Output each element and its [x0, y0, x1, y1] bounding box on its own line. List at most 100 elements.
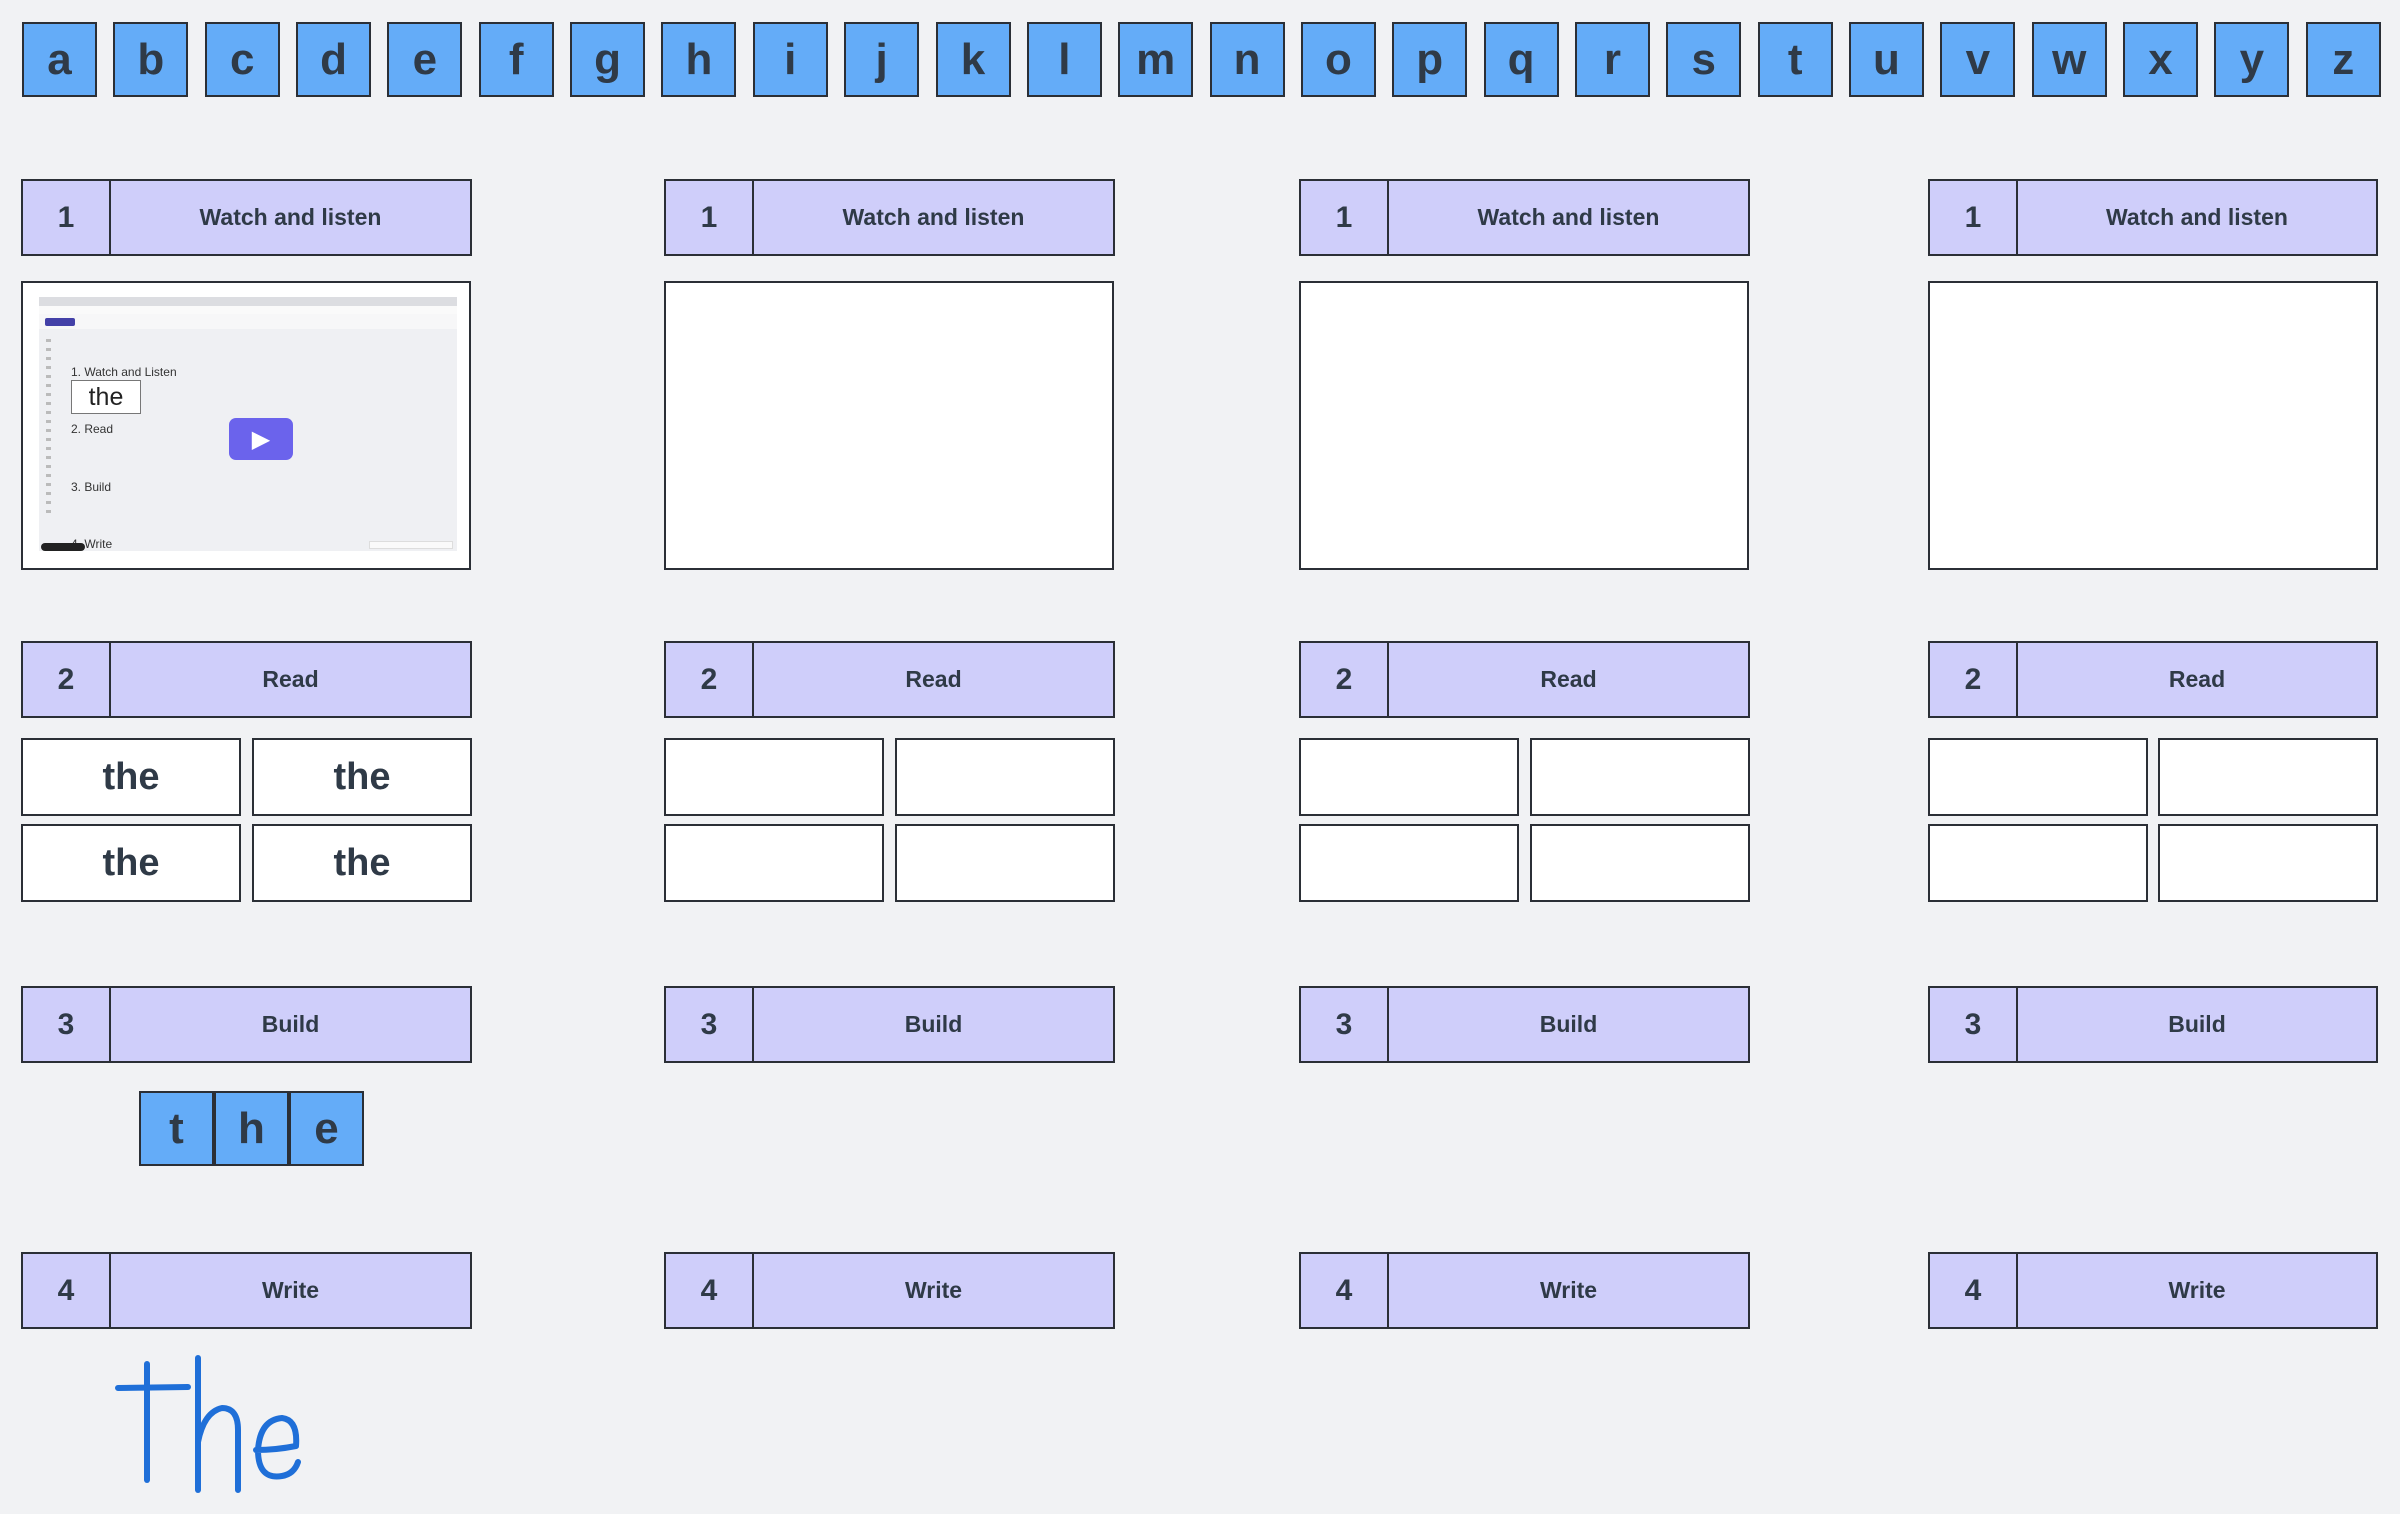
step-number: 4 — [23, 1254, 111, 1327]
step-number: 2 — [666, 643, 754, 716]
step-number: 3 — [666, 988, 754, 1061]
read-word-card[interactable] — [2158, 738, 2378, 816]
step-label: Read — [905, 666, 962, 692]
letter-tile-k[interactable]: k — [935, 22, 1011, 97]
read-word-card[interactable] — [1530, 824, 1750, 902]
letter-tile-t[interactable]: t — [1757, 22, 1833, 97]
read-word-card[interactable] — [1530, 738, 1750, 816]
letter-tile-m[interactable]: m — [1118, 22, 1194, 97]
step-header-read: 2 Read — [664, 641, 1115, 718]
step-header-watch: 1 Watch and listen — [1928, 179, 2378, 256]
video-box[interactable] — [664, 281, 1114, 570]
play-icon[interactable]: ▶ — [229, 418, 293, 460]
letter-tile-l[interactable]: l — [1026, 22, 1102, 97]
read-word-card[interactable]: the — [252, 824, 472, 902]
letter-tile-f[interactable]: f — [478, 22, 554, 97]
letter-tile-i[interactable]: i — [752, 22, 828, 97]
letter-tile-z[interactable]: z — [2305, 22, 2381, 97]
step-number: 4 — [1301, 1254, 1389, 1327]
video-word-card: the — [71, 380, 141, 414]
step-number: 3 — [23, 988, 111, 1061]
step-label: Watch and listen — [842, 204, 1025, 230]
letter-tile-x[interactable]: x — [2123, 22, 2199, 97]
step-number: 1 — [23, 181, 111, 254]
read-word-card[interactable] — [895, 738, 1115, 816]
letter-tile-c[interactable]: c — [204, 22, 280, 97]
build-letter-tile[interactable]: t — [139, 1091, 214, 1166]
step-header-watch: 1 Watch and listen — [664, 179, 1115, 256]
step-label: Build — [1539, 1011, 1598, 1037]
step-label: Read — [1540, 666, 1597, 692]
video-line: 2. Read — [71, 422, 114, 436]
step-header-read: 2 Read — [1299, 641, 1750, 718]
step-number: 4 — [1930, 1254, 2018, 1327]
step-label: Write — [904, 1277, 963, 1303]
build-letter-tile[interactable]: h — [214, 1091, 289, 1166]
video-box[interactable]: 1. Watch and Listen the 2. Read 3. Build… — [21, 281, 471, 570]
read-word-card[interactable] — [895, 824, 1115, 902]
step-header-build: 3 Build — [21, 986, 472, 1063]
letter-tile-u[interactable]: u — [1849, 22, 1924, 97]
letter-tile-r[interactable]: r — [1574, 22, 1650, 97]
step-number: 3 — [1930, 988, 2018, 1061]
letter-tile-n[interactable]: n — [1209, 22, 1285, 97]
read-word-card[interactable] — [1928, 738, 2148, 816]
step-label: Read — [2168, 666, 2226, 692]
step-number: 1 — [1930, 181, 2018, 254]
step-number: 2 — [1930, 643, 2018, 716]
browser-tabs — [39, 297, 457, 306]
letter-tile-b[interactable]: b — [113, 22, 189, 97]
letter-tile-a[interactable]: a — [22, 22, 97, 97]
video-thumbnail[interactable]: 1. Watch and Listen the 2. Read 3. Build… — [39, 297, 457, 551]
step-number: 2 — [23, 643, 111, 716]
app-toolbar — [39, 314, 457, 329]
video-line: 1. Watch and Listen — [71, 365, 177, 379]
video-box[interactable] — [1928, 281, 2378, 570]
letter-tile-e[interactable]: e — [387, 22, 463, 97]
letter-tile-s[interactable]: s — [1666, 22, 1742, 97]
step-label: Watch and listen — [1477, 204, 1660, 230]
letter-tile-j[interactable]: j — [844, 22, 920, 97]
step-number: 1 — [666, 181, 754, 254]
step-number: 4 — [666, 1254, 754, 1327]
step-label: Watch and listen — [2106, 204, 2288, 230]
read-word-card[interactable] — [1299, 824, 1519, 902]
video-box[interactable] — [1299, 281, 1749, 570]
letter-tile-v[interactable]: v — [1940, 22, 2016, 97]
record-indicator — [41, 543, 85, 551]
letter-tile-o[interactable]: o — [1300, 22, 1376, 97]
letter-tile-q[interactable]: q — [1483, 22, 1559, 97]
letter-tile-d[interactable]: d — [296, 22, 372, 97]
read-word-card[interactable] — [1299, 738, 1519, 816]
read-word-card[interactable] — [1928, 824, 2148, 902]
step-label: Watch and listen — [199, 204, 382, 230]
tool-rail — [45, 339, 53, 519]
read-word-card[interactable] — [664, 738, 884, 816]
step-label: Read — [262, 666, 319, 692]
letter-tile-p[interactable]: p — [1392, 22, 1468, 97]
step-header-watch: 1 Watch and listen — [1299, 179, 1750, 256]
step-label: Write — [2168, 1277, 2226, 1303]
letter-tile-w[interactable]: w — [2031, 22, 2107, 97]
app-logo — [45, 318, 75, 326]
step-label: Write — [261, 1277, 320, 1303]
step-header-build: 3 Build — [1928, 986, 2378, 1063]
read-word-card[interactable]: the — [21, 824, 241, 902]
video-line: 3. Build — [71, 480, 112, 494]
step-header-watch: 1 Watch and listen — [21, 179, 472, 256]
step-header-build: 3 Build — [664, 986, 1115, 1063]
letter-tile-y[interactable]: y — [2214, 22, 2290, 97]
letter-tile-g[interactable]: g — [570, 22, 646, 97]
read-word-card[interactable] — [2158, 824, 2378, 902]
letter-tile-h[interactable]: h — [661, 22, 737, 97]
read-word-card[interactable]: the — [21, 738, 241, 816]
step-header-write: 4 Write — [21, 1252, 472, 1329]
step-header-write: 4 Write — [664, 1252, 1115, 1329]
build-letter-tile[interactable]: e — [289, 1091, 364, 1166]
step-label: Write — [1539, 1277, 1598, 1303]
step-label: Build — [904, 1011, 963, 1037]
step-label: Build — [2168, 1011, 2226, 1037]
read-word-card[interactable] — [664, 824, 884, 902]
read-word-card[interactable]: the — [252, 738, 472, 816]
step-number: 2 — [1301, 643, 1389, 716]
